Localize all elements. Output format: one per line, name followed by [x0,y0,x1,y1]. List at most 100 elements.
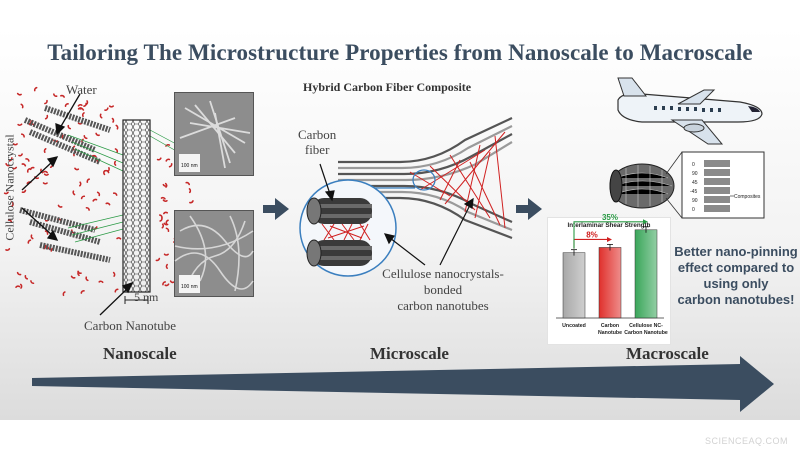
water-molecule [44,230,49,235]
water-molecule [189,200,194,204]
cnc-rod [39,242,111,263]
water-label: Water [66,82,97,97]
water-molecule [44,114,49,120]
water-molecule [92,198,98,202]
water-molecule [16,271,22,276]
ply-angle-5: 90 [692,198,698,204]
ply-angle-4: -45 [690,189,697,195]
conclusion-line4: carbon nanotubes! [677,292,795,307]
water-molecule [188,188,192,194]
water-molecule [96,191,101,197]
tem-scale-bar-2: 100 nm [179,275,200,293]
watermark: SCIENCEAQ.COM [704,436,788,446]
composites-label: Composites [734,194,761,200]
water-molecule [53,93,58,97]
scale-progress-arrow [32,356,774,412]
conclusion-text: Better nano-pinning effect compared to u… [674,244,798,308]
water-molecule [30,234,34,240]
water-molecule [12,166,18,170]
water-molecule [33,86,38,92]
hybrid-heading: Hybrid Carbon Fiber Composite [303,80,472,94]
water-molecule [103,170,106,176]
water-molecule [77,104,83,107]
microscale-label: Microscale [370,344,449,363]
pointer-arrows [21,93,134,316]
cnt-red-network [409,131,506,229]
water-molecule [165,158,171,162]
water-molecule [77,271,80,277]
cnc-rod [44,105,111,133]
water-molecule [79,181,82,187]
water-molecule [165,219,169,225]
water-molecule [8,157,13,162]
layup-layers [704,160,730,212]
macroscale-label: Macroscale [626,344,709,363]
carbon-fiber-rods [306,197,372,267]
nanoscale-label: Nanoscale [103,344,177,363]
water-molecule [29,166,35,171]
bonded-label-line1: Cellulose nanocrystals- [382,266,504,281]
water-molecule [165,227,170,233]
water-molecule [80,195,86,200]
water-molecule [83,134,88,140]
nanoscale-schematic [3,86,196,316]
chart-tick-label: Carbon [601,323,619,329]
water-molecule [67,124,72,130]
water-molecule [77,107,83,110]
water-molecule [74,167,80,171]
ply-angle-1: 0 [692,162,695,168]
carbon-fiber-label: Carbon fiber [298,127,336,157]
micro-pointer-arrows [319,163,474,266]
tem-cnt-tube [229,215,240,292]
chart-bar [562,252,586,319]
water-molecule [112,192,118,196]
water-molecule [155,257,161,262]
water-molecule [83,102,87,108]
water-molecule [114,288,119,293]
chart-tick-label: Uncoated [562,323,586,329]
tem-cnt-tube [174,252,254,290]
arrow-micro-to-macro [516,198,542,220]
tem-scale-bar-1: 100 nm [179,154,200,172]
water-molecule [42,182,48,185]
water-molecule [111,117,115,123]
water-molecule [116,237,122,240]
water-molecule [98,280,104,284]
conclusion-line3: using only [703,276,769,291]
chart-bar [598,247,622,319]
ply-angle-3: 45 [692,180,698,186]
water-molecule [112,271,116,277]
water-molecule [43,147,47,153]
water-molecule [163,222,169,226]
water-molecule [85,206,90,211]
chart-bar [634,229,658,319]
water-molecule [19,283,23,289]
water-molecule [113,160,117,166]
water-molecule [95,132,100,137]
water-molecule [17,123,23,126]
water-molecule [70,275,76,279]
tem-scale-label-1: 100 nm [181,163,198,169]
chart-annotation-label: 8% [586,230,598,239]
water-molecule [26,168,31,173]
water-molecule [104,107,109,111]
water-molecule [25,158,30,162]
tem-cnc-fiber [189,122,251,134]
water-molecule [60,94,65,98]
tem-cnt-tube [189,215,207,282]
tem-image-cnc: 100 nm [174,92,254,176]
carbon-fiber-label-line2: fiber [304,142,330,157]
carbon-nanotube-column [122,119,151,293]
chart-tick-label: Carbon Nanotube [624,330,668,336]
water-molecule [72,190,76,196]
water-molecule [20,133,25,138]
chart-annotation-arrowhead [607,236,612,242]
water-molecule [21,189,27,194]
water-molecule [99,113,103,119]
water-molecule [3,191,9,195]
water-molecule [64,103,69,108]
water-molecule [5,248,11,251]
water-molecule [81,112,85,118]
page-title: Tailoring The Microstructure Properties … [47,40,753,65]
